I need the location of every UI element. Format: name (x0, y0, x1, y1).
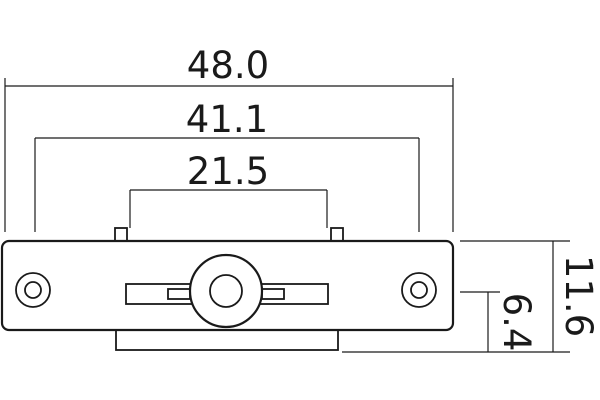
slot-notch-right (261, 288, 285, 300)
part-body (0, 227, 455, 351)
dim-overall-width: 48.0 (4, 44, 454, 232)
dim-base-height: 6.4 (460, 291, 538, 352)
dim-tab-spacing: 21.5 (129, 150, 328, 228)
right-hole-inner (410, 281, 428, 299)
dim-label-tab-spacing: 21.5 (187, 150, 269, 193)
dim-label-base-height: 6.4 (495, 293, 538, 352)
slot-notch-left (167, 288, 191, 300)
bottom-base (115, 329, 339, 351)
dim-hole-spacing: 41.1 (34, 98, 420, 232)
dim-overall-height: 11.6 (342, 240, 600, 353)
dim-label-overall-height: 11.6 (557, 255, 600, 337)
center-boss-inner (209, 274, 243, 308)
dim-label-hole-spacing: 41.1 (186, 98, 268, 141)
dim-label-overall-width: 48.0 (187, 44, 269, 87)
left-hole-inner (24, 281, 42, 299)
